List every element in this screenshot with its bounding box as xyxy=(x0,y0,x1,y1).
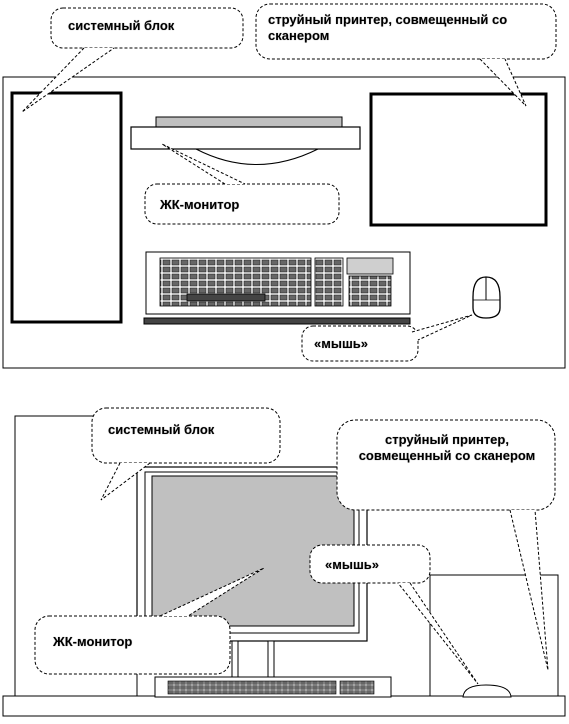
callout-mouse-front xyxy=(309,544,479,685)
label-system-unit-top: системный блок xyxy=(68,18,175,33)
callout-monitor-top xyxy=(144,143,340,225)
label-monitor-top: ЖК-монитор xyxy=(160,197,240,212)
label-printer-top: струйный принтер, совмещенный со сканеро… xyxy=(268,12,508,43)
callout-mouse-top xyxy=(301,314,473,362)
front-view xyxy=(2,407,566,717)
callout-printer-top xyxy=(255,3,557,107)
keyboard-front xyxy=(154,676,392,698)
printer-top xyxy=(369,92,548,227)
callout-printer-front xyxy=(336,419,556,671)
label-mouse-top: «мышь» xyxy=(314,336,369,351)
monitor-top xyxy=(130,116,361,165)
callout-monitor-front xyxy=(34,567,265,675)
label-system-unit-front: системный блок xyxy=(108,422,215,437)
label-monitor-front: ЖК-монитор xyxy=(53,634,133,649)
top-view xyxy=(2,3,566,369)
callout-system-unit-top xyxy=(21,7,244,113)
system-unit-top xyxy=(10,91,123,324)
label-mouse-front: «мышь» xyxy=(325,557,380,572)
mouse-top xyxy=(472,276,501,319)
callout-system-unit-front xyxy=(91,407,281,501)
floor-line-front xyxy=(2,695,566,717)
keyboard-top xyxy=(143,251,411,325)
label-printer-front: струйный принтер, совмещенный со сканеро… xyxy=(358,432,536,463)
mouse-front xyxy=(462,684,512,698)
